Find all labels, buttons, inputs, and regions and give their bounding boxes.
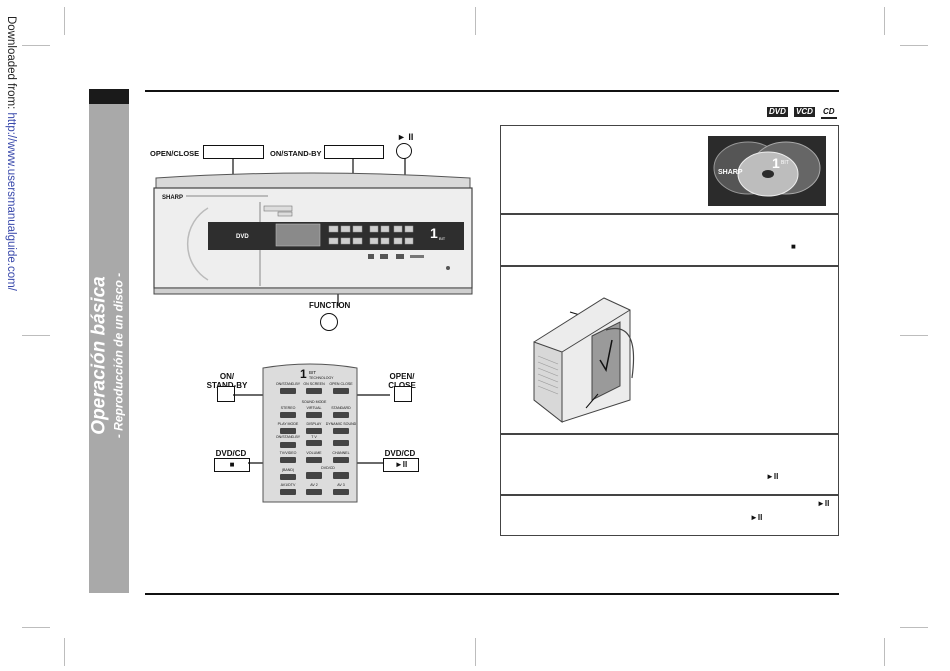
remote-row3-a: PLAY MODE bbox=[278, 422, 299, 426]
crop-mark bbox=[475, 7, 476, 35]
step-4-panel bbox=[500, 433, 839, 496]
crop-mark bbox=[884, 638, 885, 666]
function-label: FUNCTION bbox=[309, 301, 351, 310]
remote-dvdcd-label: DVD/CD bbox=[321, 466, 335, 470]
step-1-disc-bit: BIT bbox=[781, 160, 789, 166]
remote-row1-b: ON SCREEN bbox=[303, 382, 325, 386]
remote-stop-button[interactable] bbox=[306, 472, 322, 479]
step-5-panel bbox=[500, 494, 839, 536]
remote-row7-c: AV 3 bbox=[337, 483, 345, 487]
download-source-text: Downloaded from: http://www.usersmanualg… bbox=[5, 16, 17, 291]
step-1-disc-image: SHARP 1 BIT bbox=[708, 136, 826, 206]
step-2-panel bbox=[500, 213, 839, 267]
svg-text:BIT: BIT bbox=[439, 236, 446, 241]
crop-mark bbox=[900, 627, 928, 628]
remote-on-screen-button[interactable] bbox=[306, 388, 322, 394]
on-standby-callout-box bbox=[324, 145, 384, 159]
remote-dvd-cd-stop-label: DVD/CD bbox=[215, 449, 247, 458]
function-callout-circle bbox=[320, 313, 338, 331]
play-pause-callout-circle bbox=[396, 143, 412, 159]
remote-illustration: 1 BIT TECHNOLOGY ON/STAND-BY ON SCREEN O… bbox=[233, 363, 390, 503]
remote-sound-mode: SOUND MODE bbox=[302, 400, 327, 404]
remote-tv-label: T V bbox=[311, 435, 317, 439]
remote-row5-c: CHANNEL bbox=[332, 451, 349, 455]
step-2-stop-symbol: ■ bbox=[791, 242, 796, 251]
remote-on-standby-callout bbox=[217, 386, 235, 402]
remote-open-close-button[interactable] bbox=[333, 388, 349, 394]
remote-dvd-cd-play-callout: ►II bbox=[383, 458, 419, 472]
remote-on-standby-label: ON/STAND-BY bbox=[207, 372, 248, 390]
top-rule bbox=[145, 90, 839, 92]
front-panel-dvd-logo: DVD bbox=[236, 234, 249, 240]
remote-open-close-label: OPEN/CLOSE bbox=[388, 372, 416, 390]
step-5-play-symbol-2: ►II bbox=[750, 513, 763, 522]
crop-mark bbox=[884, 7, 885, 35]
section-tab-marker bbox=[89, 89, 129, 105]
remote-row2-a: STEREO bbox=[281, 406, 296, 410]
remote-on-standby-button[interactable] bbox=[280, 388, 296, 394]
front-panel-illustration: SHARP DVD 1 BIT bbox=[153, 158, 473, 306]
remote-row4-a: ON/STAND-BY bbox=[276, 435, 301, 439]
crop-mark bbox=[22, 45, 50, 46]
remote-row3-c: DYNAMIC SOUND bbox=[326, 422, 357, 426]
svg-text:1: 1 bbox=[430, 225, 438, 241]
remote-row6-a: (BAND) bbox=[282, 468, 294, 472]
dvd-badge: DVD bbox=[767, 107, 788, 117]
remote-row2-b: VIRTUAL bbox=[306, 406, 321, 410]
step-4-play-symbol: ►II bbox=[766, 472, 779, 481]
play-pause-label: ► II bbox=[397, 132, 414, 142]
front-panel-brand: SHARP bbox=[162, 195, 183, 201]
svg-text:1: 1 bbox=[300, 367, 307, 381]
remote-dvd-cd-play-label: DVD/CD bbox=[384, 449, 416, 458]
bottom-rule bbox=[145, 593, 839, 595]
section-title: Operación básica bbox=[88, 276, 110, 435]
remote-bit-logo: BIT bbox=[309, 370, 316, 375]
crop-mark bbox=[64, 638, 65, 666]
crop-mark bbox=[22, 627, 50, 628]
vcd-badge: VCD bbox=[794, 107, 815, 117]
download-prefix: Downloaded from: bbox=[5, 16, 17, 113]
open-close-callout-box bbox=[203, 145, 264, 159]
crop-mark bbox=[64, 7, 65, 35]
step-1-disc-brand: SHARP bbox=[718, 169, 743, 176]
download-link[interactable]: http://www.usersmanualguide.com/ bbox=[5, 112, 17, 291]
remote-row5-a: TV/VIDEO bbox=[280, 451, 297, 455]
remote-row2-c: STANDARD bbox=[331, 406, 351, 410]
step-3-unit-illustration bbox=[533, 297, 635, 424]
on-standby-label: ON/STAND-BY bbox=[270, 149, 322, 158]
svg-text:1: 1 bbox=[772, 155, 780, 171]
section-title-block: Operación básica - Reproducción de un di… bbox=[89, 206, 126, 506]
remote-open-close-callout bbox=[394, 386, 412, 402]
step-5-play-symbol-1: ►II bbox=[817, 499, 830, 508]
remote-row5-b: VOLUME bbox=[306, 451, 322, 455]
remote-dvd-cd-stop-callout: ■ bbox=[214, 458, 250, 472]
section-subtitle: - Reproducción de un disco - bbox=[111, 272, 126, 439]
section-sidebar bbox=[89, 104, 129, 593]
remote-row1-c: OPEN CLOSE bbox=[329, 382, 353, 386]
crop-mark bbox=[22, 335, 50, 336]
remote-bit-sub: TECHNOLOGY bbox=[309, 376, 334, 380]
crop-mark bbox=[900, 45, 928, 46]
remote-row3-b: DISPLAY bbox=[307, 422, 323, 426]
crop-mark bbox=[900, 335, 928, 336]
remote-play-button[interactable] bbox=[333, 472, 349, 479]
remote-row7-b: AV 2 bbox=[310, 483, 318, 487]
crop-mark bbox=[475, 638, 476, 666]
remote-row7-a: AV1/DTV bbox=[281, 483, 296, 487]
remote-row1-a: ON/STAND-BY bbox=[276, 382, 301, 386]
step-1-panel bbox=[500, 125, 839, 215]
cd-badge: CD bbox=[821, 107, 837, 119]
open-close-label: OPEN/CLOSE bbox=[150, 149, 200, 158]
step-3-panel bbox=[500, 265, 839, 435]
